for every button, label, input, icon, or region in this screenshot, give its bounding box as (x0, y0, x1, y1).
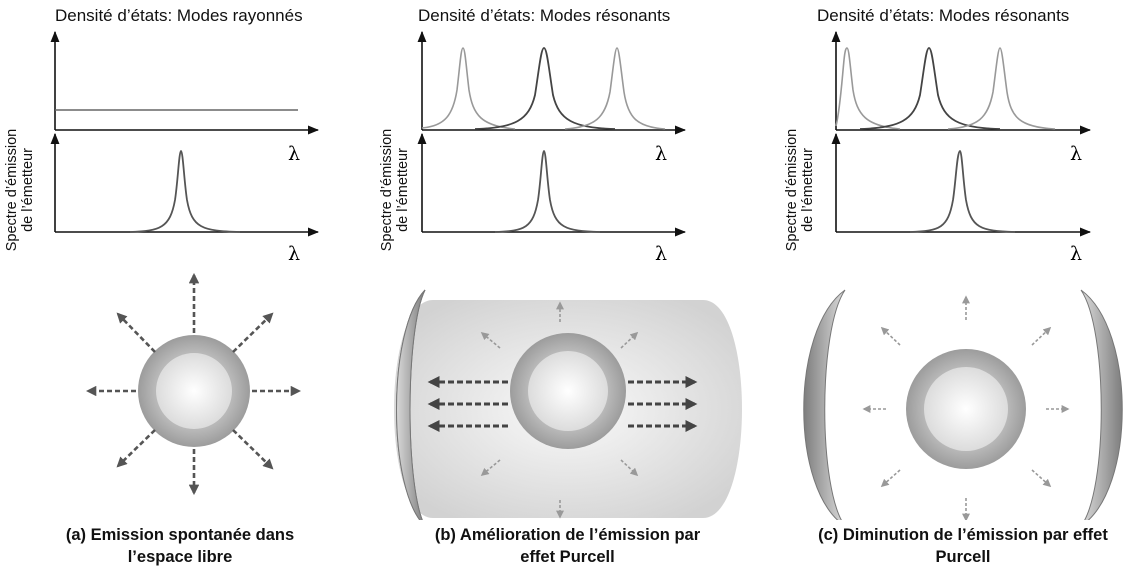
panel-free-space: Densité d’états: Modes rayonnés Spectre … (0, 0, 370, 574)
suppressed-emission-arrows (480, 301, 639, 519)
resonance-peak-3 (564, 47, 666, 130)
lambda-label-bottom: λ (655, 243, 667, 265)
dos-title: Densité d’états: Modes résonants (817, 6, 1070, 25)
lambda-label-bottom: λ (288, 243, 300, 265)
panel-a-graphics: λ λ (50, 30, 320, 496)
enhanced-emission-arrows (427, 376, 698, 432)
lambda-label-bottom: λ (1070, 243, 1082, 265)
emission-peak (909, 150, 1016, 233)
caption-free-space: (a) Emission spontanée dans l’espace lib… (65, 526, 295, 566)
emitter-core (528, 351, 608, 431)
lambda-label-top: λ (288, 143, 300, 165)
right-mirror (396, 289, 426, 520)
lambda-label-top: λ (655, 143, 667, 165)
resonance-peak-2 (474, 47, 616, 130)
suppressed-emission-arrows (862, 295, 1070, 520)
emission-peak (129, 149, 241, 233)
dos-title: Densité d’états: Modes rayonnés (55, 6, 303, 25)
resonance-peak-1 (421, 47, 516, 130)
panel-purcell-enhancement: Densité d’états: Modes résonants Spectre… (375, 0, 760, 574)
caption-purcell-inhibition: (c) Diminution de l’émission par effet P… (818, 526, 1108, 566)
resonance-peak-3 (947, 47, 1056, 130)
caption-purcell-enhancement: (b) Amélioration de l’émission par effet… (434, 526, 701, 566)
panel-b-graphics: λ λ (394, 30, 742, 520)
resonance-peak-2 (859, 47, 1001, 130)
resonance-peak-1 (835, 47, 901, 130)
right-mirror (1080, 289, 1123, 520)
emission-arrows (85, 272, 302, 496)
dos-title: Densité d’états: Modes résonants (418, 6, 671, 25)
panel-purcell-inhibition: Densité d’états: Modes résonants Spectre… (780, 0, 1146, 574)
emission-peak (494, 149, 601, 233)
panel-c-graphics: λ λ (803, 30, 1123, 520)
lambda-label-top: λ (1070, 143, 1082, 165)
emitter-core (924, 367, 1008, 451)
emitter-core (156, 353, 232, 429)
left-mirror (803, 289, 846, 520)
